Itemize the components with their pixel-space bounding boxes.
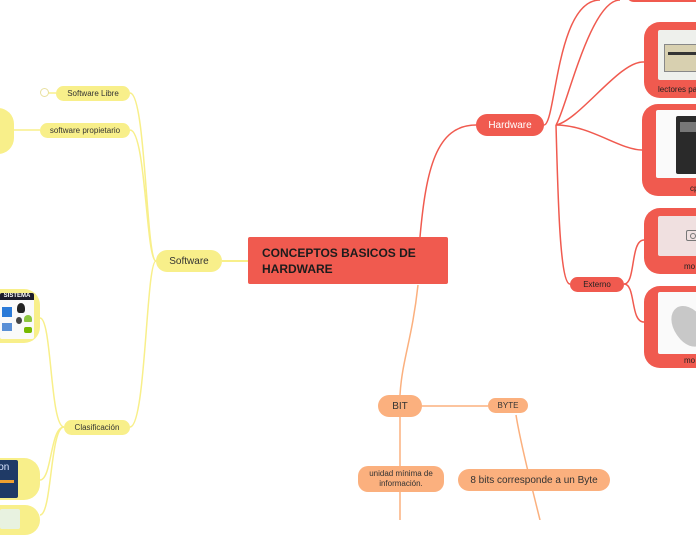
link-central-bit: [399, 284, 419, 396]
hardware-label: Hardware: [488, 119, 532, 131]
link-clasificacion-cards-2: [39, 426, 65, 481]
byte-definition-text: 8 bits corresponde a un Byte: [470, 474, 598, 486]
apple-logo-icon: [16, 317, 22, 324]
bit-node[interactable]: BIT: [378, 395, 422, 417]
cpu-tower-image: [656, 110, 696, 178]
clasificacion-image-card-middle[interactable]: ion: [0, 458, 40, 500]
central-topic-title: CONCEPTOS BASICOS DE HARDWARE: [262, 245, 416, 276]
os-logos-header: SISTEMA: [0, 293, 34, 300]
android-logo-icon: [24, 315, 32, 322]
clasificacion-node[interactable]: Clasificación: [64, 420, 130, 435]
link-hardware-cards: [543, 0, 601, 126]
link-clasificacion-cards: [39, 317, 65, 428]
hardware-node[interactable]: Hardware: [476, 114, 544, 136]
link-externo-card-2: [623, 283, 645, 323]
hardware-card-top-partial[interactable]: [626, 0, 696, 2]
link-hardware-card-1: [555, 0, 621, 126]
cpu-caption: cp: [690, 184, 696, 193]
software-node[interactable]: Software: [156, 250, 222, 272]
clasificacion-image-card-top[interactable]: SISTEMA: [0, 289, 40, 343]
mouse-image: [658, 292, 696, 354]
camera-lens-icon: [690, 233, 696, 239]
hardware-card-lectores[interactable]: lectores pa: [644, 22, 696, 98]
cpu-tower-panel: [680, 122, 696, 132]
collapse-toggle-icon[interactable]: [40, 88, 49, 97]
software-banner-image: ion: [0, 460, 18, 498]
dvd-drive-slot: [668, 52, 696, 55]
link-hardware-card-3: [555, 124, 643, 151]
camera-icon: [686, 230, 696, 241]
hardware-card-mouse[interactable]: mo: [644, 286, 696, 368]
app-icons-image: [0, 509, 20, 529]
hardware-card-camera[interactable]: mo: [644, 208, 696, 274]
camera-image: [658, 216, 696, 256]
link-hardware-externo: [555, 124, 571, 285]
link-hardware-card-2: [555, 61, 645, 126]
central-topic[interactable]: CONCEPTOS BASICOS DE HARDWARE: [248, 237, 448, 284]
mouse-body: [664, 299, 696, 353]
os-logos-image: SISTEMA: [0, 293, 34, 339]
externo-node[interactable]: Externo: [570, 277, 624, 292]
windows-logo-icon: [2, 307, 12, 317]
arrow-graphic-icon: [0, 480, 14, 483]
bit-definition-node[interactable]: unidad mínima de información.: [358, 466, 444, 492]
software-label: Software: [169, 255, 209, 267]
link-central-hardware: [419, 124, 477, 238]
software-libre-label: Software Libre: [67, 89, 119, 98]
software-propietario-node[interactable]: software propietario: [40, 123, 130, 138]
software-propietario-label: software propietario: [49, 126, 121, 135]
software-banner-text: ion: [0, 462, 10, 473]
link-software-clasificacion: [129, 260, 157, 428]
linux-logo-icon: [17, 303, 25, 313]
link-externo-card-1: [623, 239, 645, 285]
camera-caption: mo: [684, 262, 696, 271]
bit-definition-text: unidad mínima de información.: [369, 469, 433, 488]
byte-node[interactable]: BYTE: [488, 398, 528, 413]
nvidia-logo-icon: [24, 327, 32, 333]
bit-label: BIT: [392, 400, 408, 412]
link-software-propietario: [129, 129, 157, 262]
clasificacion-label: Clasificación: [74, 423, 120, 432]
dvd-drive-body: [664, 44, 696, 72]
lectores-caption: lectores pa: [658, 85, 696, 94]
software-libre-node[interactable]: Software Libre: [56, 86, 130, 101]
externo-label: Externo: [583, 280, 611, 289]
connection-lines: [14, 0, 645, 520]
link-byte-def: [515, 414, 541, 520]
byte-label: BYTE: [497, 401, 519, 410]
monitor-logo-icon: [2, 323, 12, 331]
hardware-card-cpu[interactable]: cp: [642, 104, 696, 196]
link-clasificacion-cards-3: [39, 426, 65, 516]
mouse-caption: mo: [684, 356, 696, 365]
byte-definition-node[interactable]: 8 bits corresponde a un Byte: [458, 469, 610, 491]
propietario-image-card[interactable]: [0, 108, 14, 154]
dvd-drive-image: [658, 30, 696, 80]
clasificacion-image-card-bottom[interactable]: [0, 505, 40, 535]
